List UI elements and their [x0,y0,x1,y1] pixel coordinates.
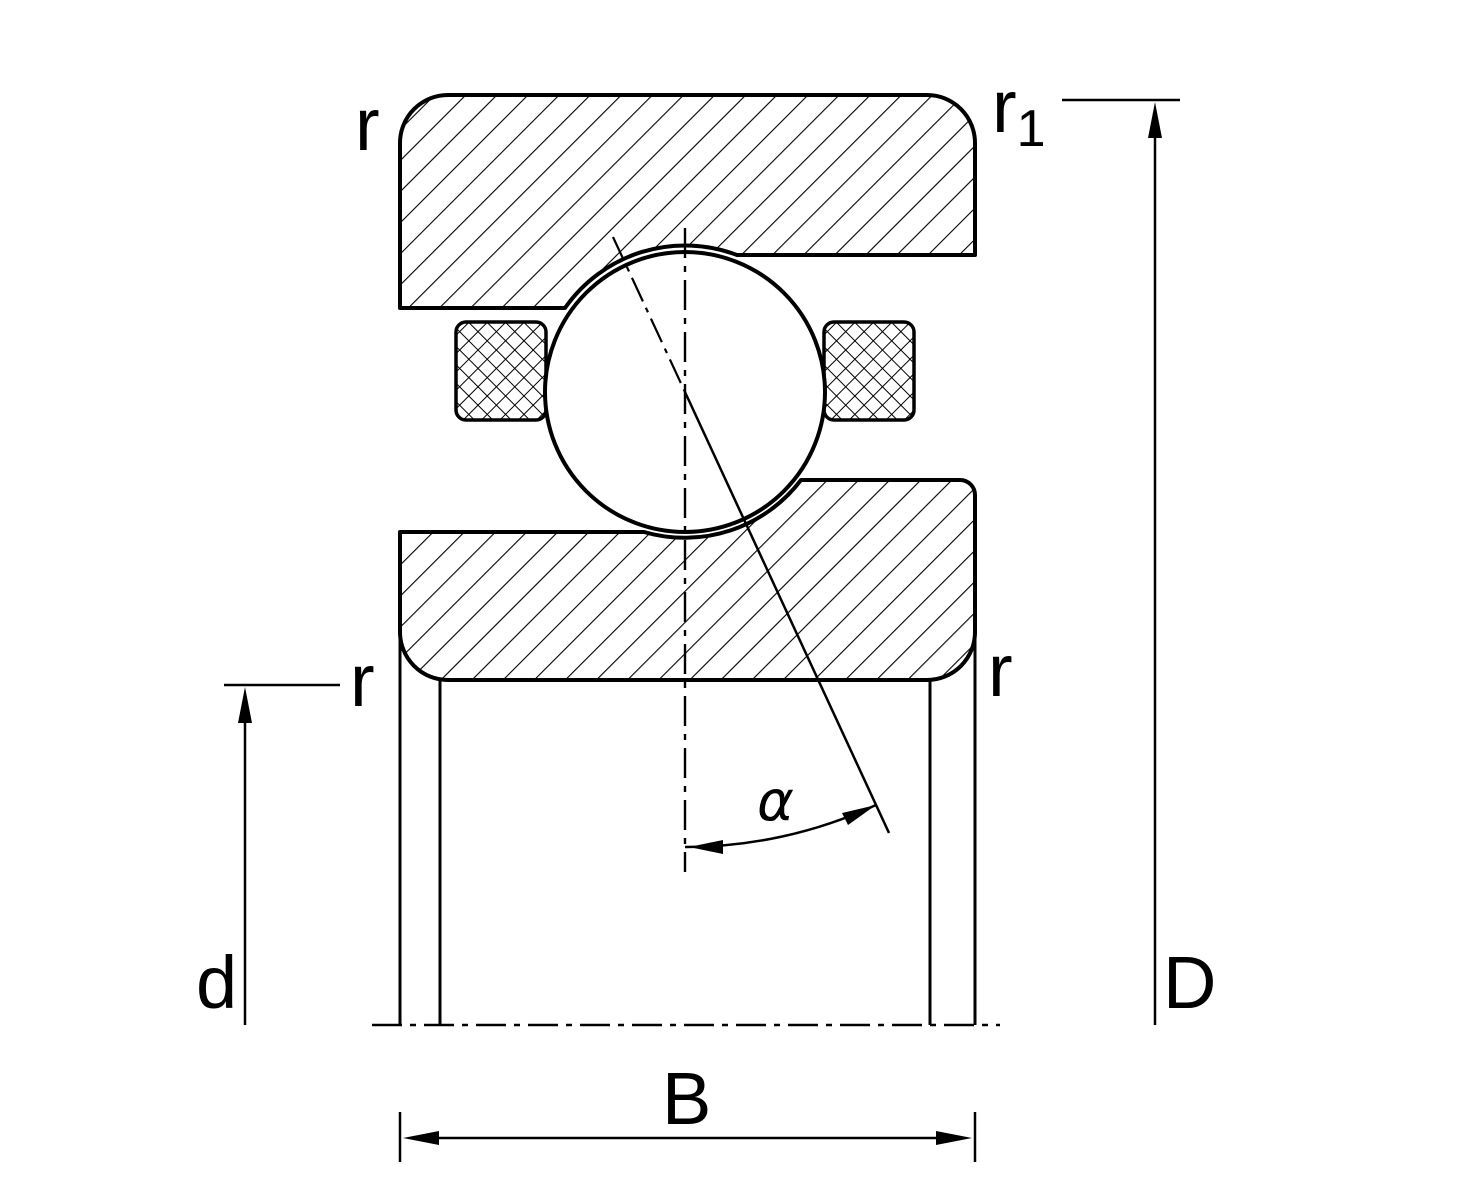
label-r1-base: r [992,65,1017,148]
label-B: B [662,1057,711,1140]
label-d: d [196,941,237,1024]
arrow-d [238,687,252,723]
label-r-mid-right: r [988,629,1013,712]
angle-arrow-right [842,805,876,825]
label-r1: r1 [992,65,1046,158]
arrow-b-right [936,1131,972,1145]
label-r-top-left: r [355,83,380,166]
contact-angle-line-upper [612,236,686,393]
label-r-mid-left: r [350,639,375,722]
angle-arrow-left [689,840,723,854]
cage-segment-left [454,320,548,422]
label-alpha: α [757,769,794,834]
arrow-b-left [403,1131,439,1145]
arrow-D [1148,102,1162,138]
cage-segment-right [822,320,916,422]
label-D: D [1163,941,1216,1024]
contact-angle-line-lower [683,391,891,834]
label-r1-sub: 1 [1017,100,1046,158]
